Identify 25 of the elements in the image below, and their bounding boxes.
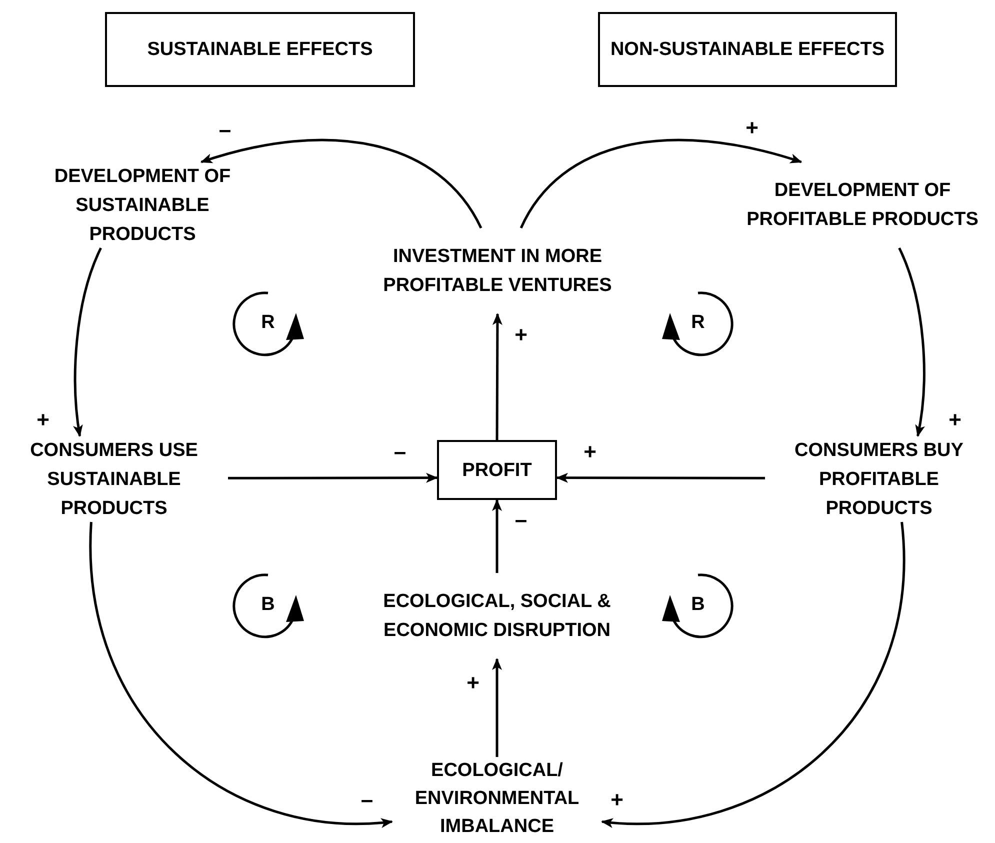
arrow (200, 138, 482, 229)
variable-label: DEVELOPMENT OF PROFITABLE PRODUCTS (740, 162, 985, 248)
arrow (73, 248, 102, 437)
variable-label: ECOLOGICAL, SOCIAL & ECONOMIC DISRUPTION (362, 573, 632, 659)
arrow (492, 499, 502, 573)
arrow (90, 522, 393, 828)
variable-label: CONSUMERS BUY PROFITABLE PRODUCTS (765, 436, 993, 522)
arrow (520, 138, 802, 229)
loop-label: R (691, 313, 705, 333)
arrow (601, 522, 906, 828)
arrow (492, 658, 502, 757)
heading-box: PROFIT (437, 440, 557, 500)
arrow (228, 472, 438, 483)
heading-box: NON-SUSTAINABLE EFFECTS (598, 12, 897, 87)
loop-label: R (261, 313, 275, 333)
arrow (492, 313, 502, 440)
arrow (898, 248, 926, 437)
variable-label: DEVELOPMENT OF SUSTAINABLE PRODUCTS (20, 162, 265, 248)
arrow (556, 472, 765, 483)
loop-label: B (691, 595, 705, 615)
loop-label: B (261, 595, 275, 615)
variable-label: ECOLOGICAL/ ENVIRONMENTAL IMBALANCE (392, 757, 602, 841)
variable-label: CONSUMERS USE SUSTAINABLE PRODUCTS (0, 436, 228, 522)
heading-box: SUSTAINABLE EFFECTS (105, 12, 415, 87)
variable-label: INVESTMENT IN MORE PROFITABLE VENTURES (380, 228, 615, 314)
